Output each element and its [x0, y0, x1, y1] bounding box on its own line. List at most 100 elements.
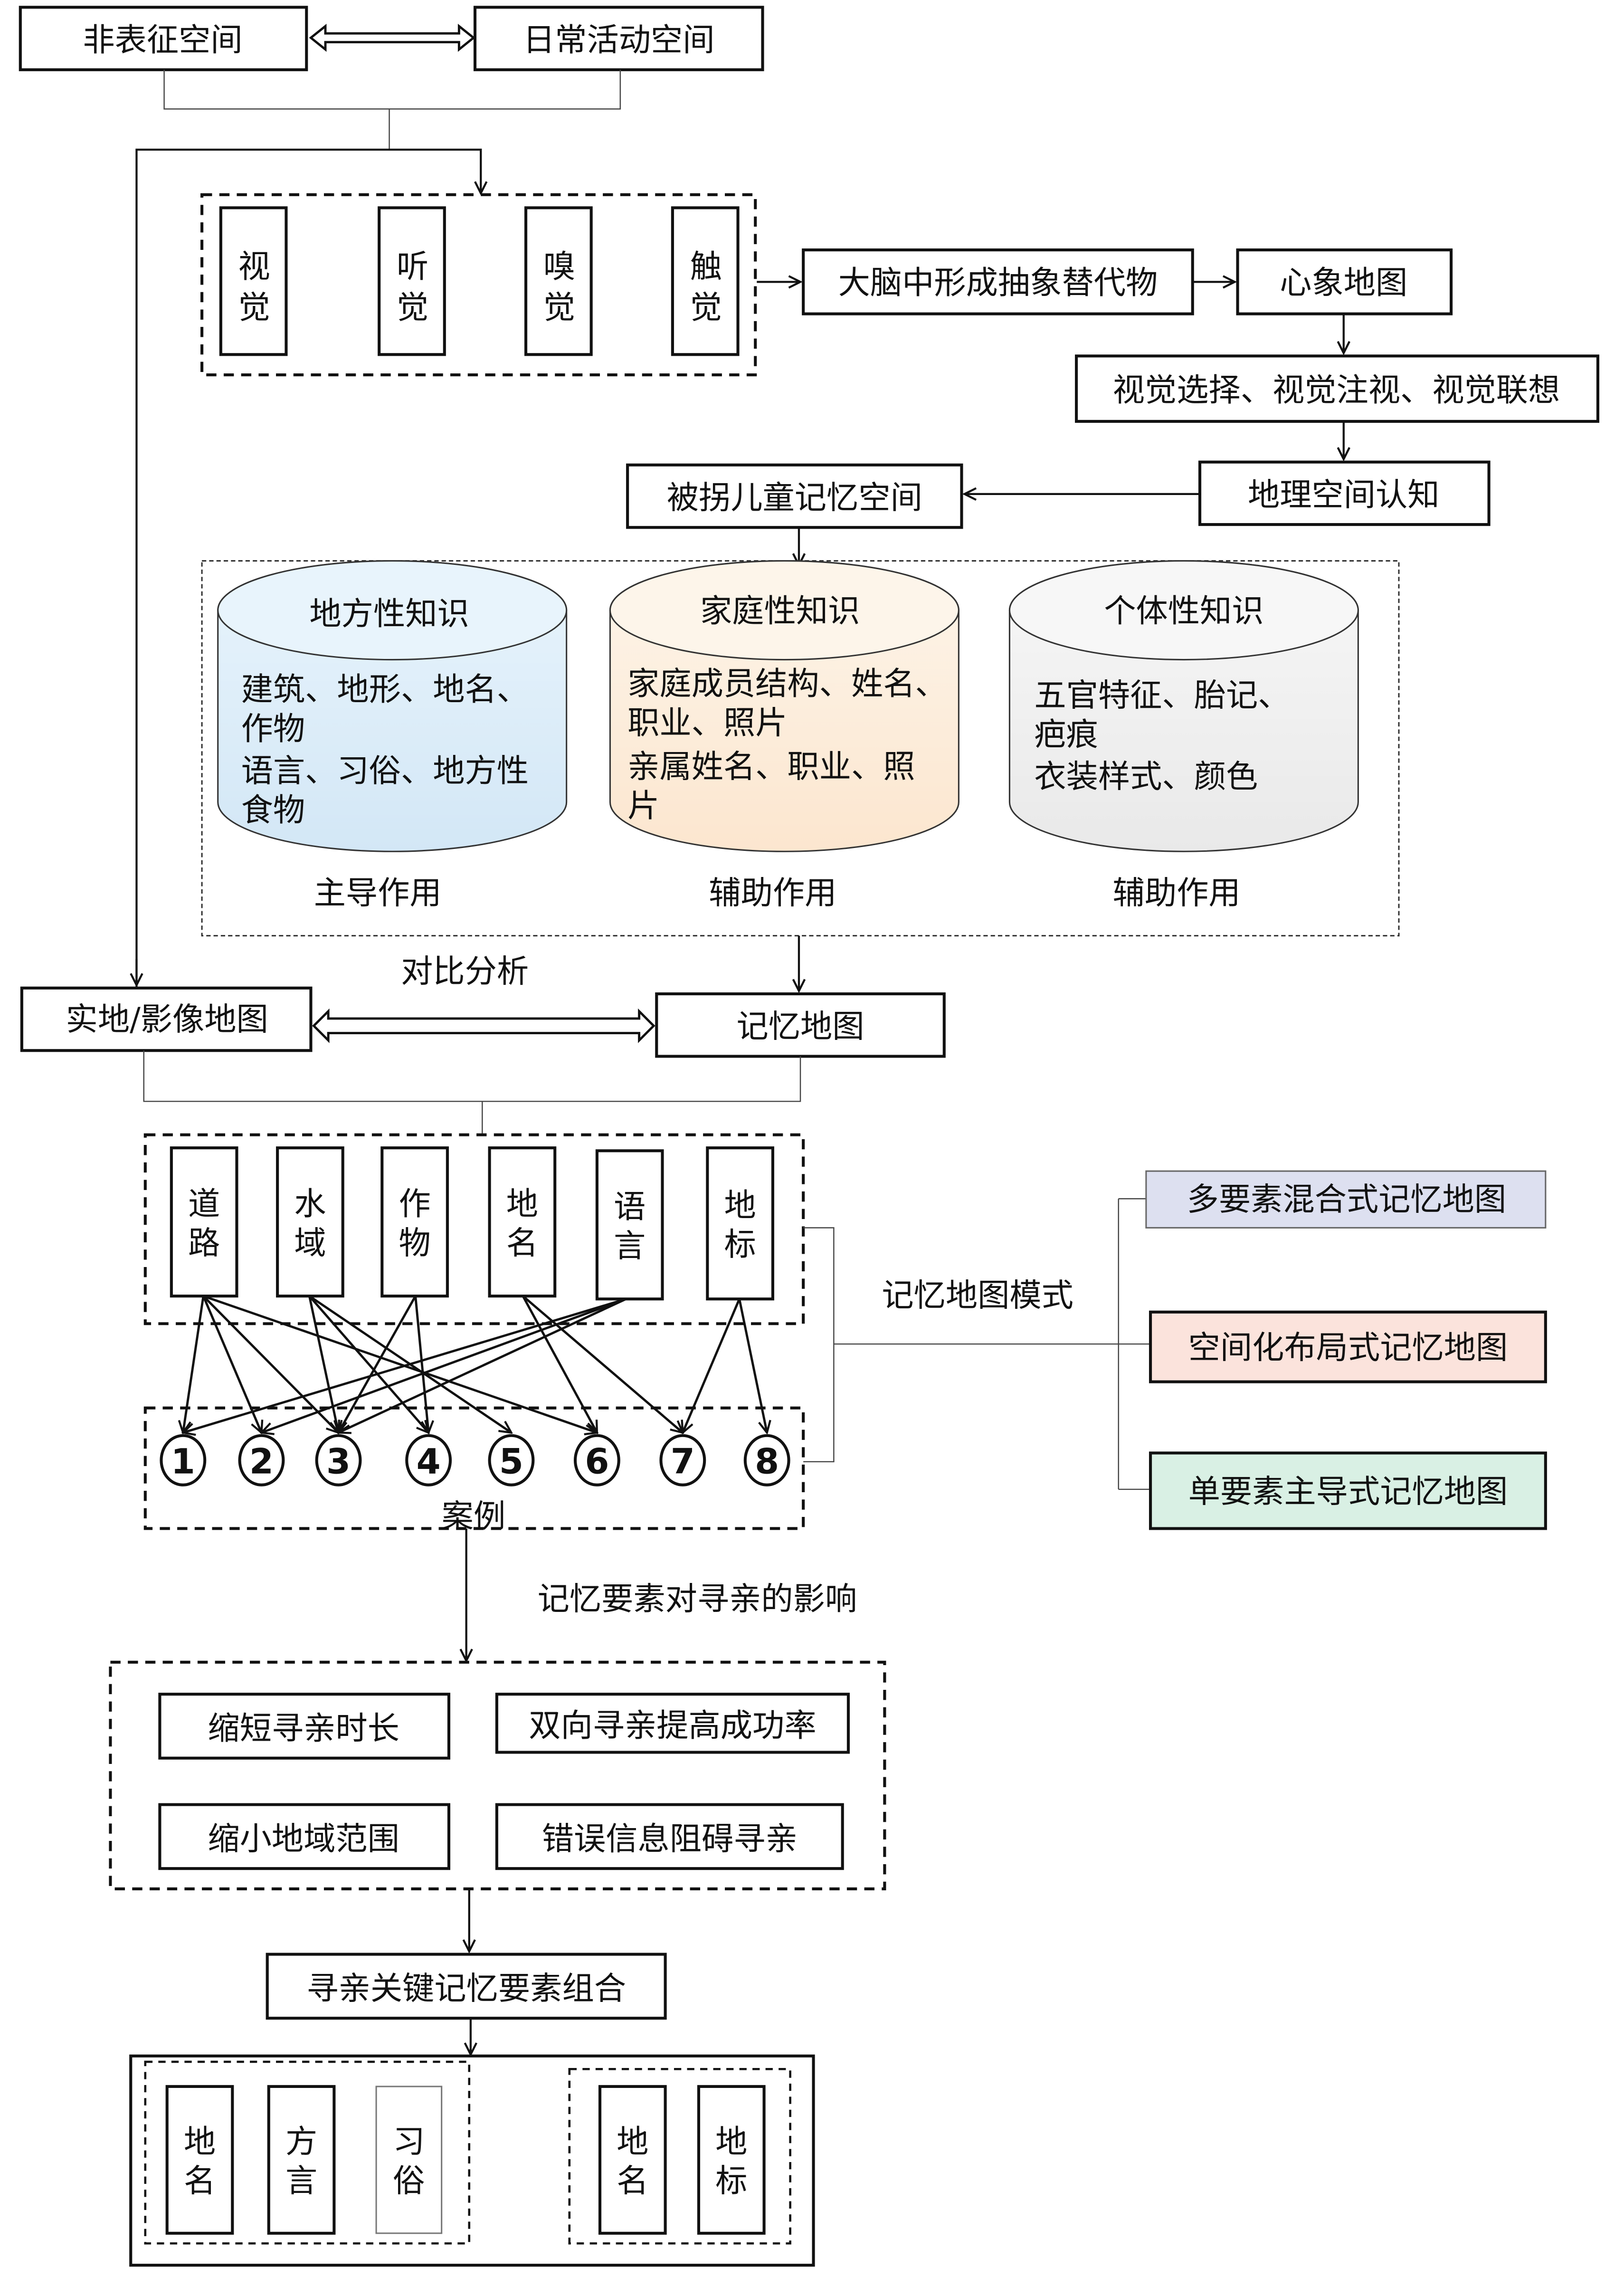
element-box-char: 道 [188, 1185, 220, 1222]
daily-activity-space-box: 日常活动空间 [473, 6, 764, 71]
link-arrow [308, 1295, 428, 1432]
svg-text:片: 片 [627, 787, 659, 824]
svg-text:被拐儿童记忆空间: 被拐儿童记忆空间 [667, 479, 922, 516]
combo-item: 地标 [697, 2085, 766, 2235]
geo-cognition-box: 地理空间认知 [1198, 460, 1491, 526]
element-box-char: 语 [614, 1188, 646, 1225]
element-box: 地标 [706, 1146, 774, 1301]
svg-text:疤痕: 疤痕 [1034, 716, 1098, 753]
element-box: 地名 [488, 1146, 557, 1298]
svg-text:大脑中形成抽象替代物: 大脑中形成抽象替代物 [838, 264, 1158, 301]
svg-text:食物: 食物 [241, 791, 305, 829]
combo-item-char: 名 [617, 2163, 648, 2200]
element-box-char: 物 [399, 1224, 430, 1261]
link-arrow [522, 1295, 597, 1432]
element-box: 水域 [276, 1146, 344, 1298]
case-5: 5 [488, 1434, 535, 1487]
double-arrow-compare [312, 1008, 655, 1043]
sense-smell-2: 觉 [543, 289, 575, 326]
element-box-char: 地 [724, 1187, 756, 1224]
link-arrow [308, 1296, 338, 1432]
element-box: 语言 [595, 1149, 664, 1301]
connector-compare-bracket [143, 1050, 801, 1134]
combo-item: 方言 [267, 2085, 336, 2235]
sense-smell: 嗅 觉 [524, 206, 593, 356]
element-box-char: 作 [399, 1185, 430, 1222]
svg-text:视觉选择、视觉注视、视觉联想: 视觉选择、视觉注视、视觉联想 [1113, 372, 1560, 409]
role-label: 主导作用 [314, 874, 442, 911]
family-knowledge-cylinder: 家庭性知识 家庭成员结构、姓名、 职业、照片 亲属姓名、职业、照 片 辅助作用 [609, 560, 959, 911]
svg-text:缩小地域范围: 缩小地域范围 [208, 1820, 399, 1857]
combo-item: 习俗 [375, 2086, 443, 2234]
mode-spatial-layout: 空间化布局式记忆地图 [1149, 1310, 1547, 1383]
local-knowledge-cylinder: 地方性知识 建筑、地形、地名、 作物 语言、习俗、地方性 食物 主导作用 [217, 560, 568, 911]
key-combination-box: 寻亲关键记忆要素组合 [266, 1953, 667, 2020]
double-arrow-top [309, 23, 475, 52]
case-circle [573, 1434, 620, 1487]
element-box-char: 名 [506, 1224, 538, 1261]
mental-map-box: 心象地图 [1236, 248, 1453, 315]
combo-item-char: 言 [285, 2163, 317, 2200]
elements-group [143, 1133, 805, 1325]
abstract-substitute-box: 大脑中形成抽象替代物 [802, 248, 1194, 315]
case-number: 4 [417, 1441, 441, 1482]
svg-text:家庭性知识: 家庭性知识 [700, 592, 860, 629]
case-number: 6 [585, 1441, 609, 1482]
svg-text:地理空间认知: 地理空间认知 [1248, 476, 1440, 513]
combo-item-char: 标 [715, 2163, 747, 2200]
role-label: 辅助作用 [709, 874, 836, 911]
svg-text:多要素混合式记忆地图: 多要素混合式记忆地图 [1187, 1181, 1507, 1218]
element-box-char: 路 [188, 1224, 220, 1261]
connector-to-senses [135, 148, 481, 988]
svg-text:缩短寻亲时长: 缩短寻亲时长 [208, 1710, 399, 1747]
svg-text:亲属姓名、职业、照: 亲属姓名、职业、照 [627, 748, 915, 785]
case-4: 4 [405, 1434, 452, 1487]
svg-text:家庭成员结构、姓名、: 家庭成员结构、姓名、 [627, 665, 947, 702]
svg-text:记忆地图: 记忆地图 [737, 1008, 864, 1045]
svg-text:五官特征、胎记、: 五官特征、胎记、 [1034, 677, 1290, 714]
case-links [183, 1295, 767, 1432]
svg-text:职业、照片: 职业、照片 [627, 705, 787, 742]
svg-text:空间化布局式记忆地图: 空间化布局式记忆地图 [1188, 1329, 1508, 1366]
combo-item-char: 名 [184, 2163, 216, 2200]
svg-text:个体性知识: 个体性知识 [1104, 592, 1263, 629]
case-1: 1 [160, 1434, 207, 1487]
link-arrow [683, 1298, 741, 1432]
link-arrow [203, 1295, 597, 1432]
case-number: 2 [249, 1441, 274, 1482]
influence-group [109, 1660, 886, 1891]
memory-map-box: 记忆地图 [655, 992, 946, 1058]
link-arrow [738, 1298, 767, 1432]
case-number: 7 [671, 1441, 695, 1482]
svg-text:地方性知识: 地方性知识 [309, 595, 469, 632]
element-box-char: 域 [294, 1224, 326, 1261]
link-arrow [261, 1297, 627, 1432]
combo-item-char: 方 [285, 2123, 317, 2160]
svg-text:心象地图: 心象地图 [1280, 264, 1407, 301]
real-map-box: 实地/影像地图 [20, 986, 313, 1052]
svg-text:衣装样式、颜色: 衣装样式、颜色 [1034, 758, 1258, 795]
link-arrow [183, 1296, 205, 1432]
combo-item-char: 习 [393, 2123, 425, 2160]
connector-modes-bracket [803, 1198, 1151, 1490]
case-circle [488, 1434, 535, 1487]
combo-item-char: 地 [715, 2123, 747, 2160]
mode-multi-element: 多要素混合式记忆地图 [1145, 1170, 1547, 1229]
combo-item: 地名 [165, 2085, 234, 2235]
cases-label: 案例 [442, 1497, 506, 1534]
case-circle [315, 1434, 362, 1487]
influence-item-wrong-info: 错误信息阻碍寻亲 [495, 1803, 844, 1870]
sense-touch-2: 觉 [690, 289, 722, 326]
case-circle [405, 1434, 452, 1487]
combo-item-char: 地 [617, 2123, 648, 2160]
case-number: 5 [499, 1441, 523, 1482]
role-label: 辅助作用 [1113, 874, 1241, 911]
svg-text:寻亲关键记忆要素组合: 寻亲关键记忆要素组合 [306, 1970, 626, 2007]
combo-item-char: 俗 [393, 2163, 425, 2200]
memory-space-box: 被拐儿童记忆空间 [626, 463, 963, 529]
combo-group-1 [144, 2060, 471, 2245]
